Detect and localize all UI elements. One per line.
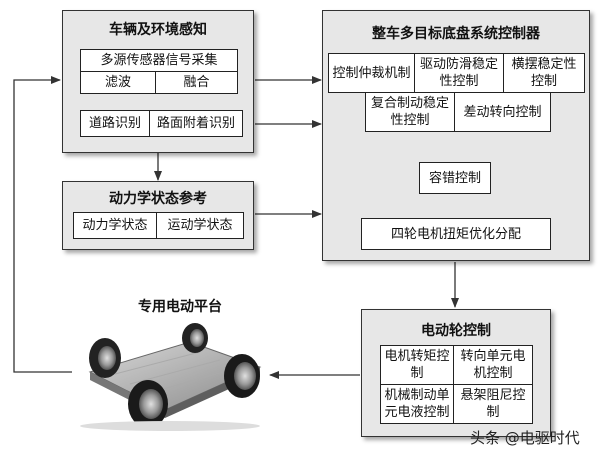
- wheel-control-group: 电动轮控制 电机转矩控制 转向单元电机控制 机械制动单元电液控制 悬架阻尼控制: [361, 309, 551, 437]
- arbitration-box: 控制仲裁机制: [328, 53, 415, 93]
- fault-tolerance-box: 容错控制: [419, 162, 491, 194]
- steer-unit-box: 转向单元电机控制: [453, 345, 533, 385]
- perception-title: 车辆及环境感知: [109, 22, 207, 38]
- dynamics-title: 动力学状态参考: [109, 191, 207, 207]
- motor-torque-box: 电机转矩控制: [380, 345, 454, 385]
- electric-platform-image: [80, 323, 262, 431]
- controller-title: 整车多目标底盘系统控制器: [372, 26, 540, 42]
- arrow-platform-feedback: [13, 76, 72, 373]
- sensor-acquisition-box: 多源传感器信号采集: [80, 49, 238, 72]
- mech-brake-box: 机械制动单元电液控制: [380, 384, 454, 424]
- platform-title: 专用电动平台: [138, 299, 222, 315]
- yaw-stability-box: 横摆稳定性控制: [503, 53, 585, 93]
- anti-slip-box: 驱动防滑稳定性控制: [414, 53, 504, 93]
- composite-brake-box: 复合制动稳定性控制: [365, 92, 455, 132]
- fusion-box: 融合: [155, 71, 238, 94]
- chassis-controller-group: 整车多目标底盘系统控制器 控制仲裁机制 驱动防滑稳定性控制 横摆稳定性控制 复合…: [322, 10, 590, 261]
- torque-allocation-box: 四轮电机扭矩优化分配: [361, 218, 551, 250]
- filter-box: 滤波: [80, 71, 156, 94]
- perception-group: 车辆及环境感知 多源传感器信号采集 滤波 融合 道路识别 路面附着识别: [62, 10, 254, 153]
- kinematic-state-box: 运动学状态: [156, 212, 244, 239]
- dynamics-reference-group: 动力学状态参考 动力学状态 运动学状态: [62, 181, 254, 250]
- dynamic-state-box: 动力学状态: [73, 212, 157, 239]
- watermark-text: 头条 @电驱时代: [470, 429, 580, 447]
- suspension-damping-box: 悬架阻尼控制: [453, 384, 533, 424]
- differential-steer-box: 差动转向控制: [454, 92, 551, 132]
- adhesion-recognition-box: 路面附着识别: [149, 110, 243, 137]
- wheel-control-title: 电动轮控制: [421, 323, 491, 339]
- road-recognition-box: 道路识别: [80, 110, 150, 137]
